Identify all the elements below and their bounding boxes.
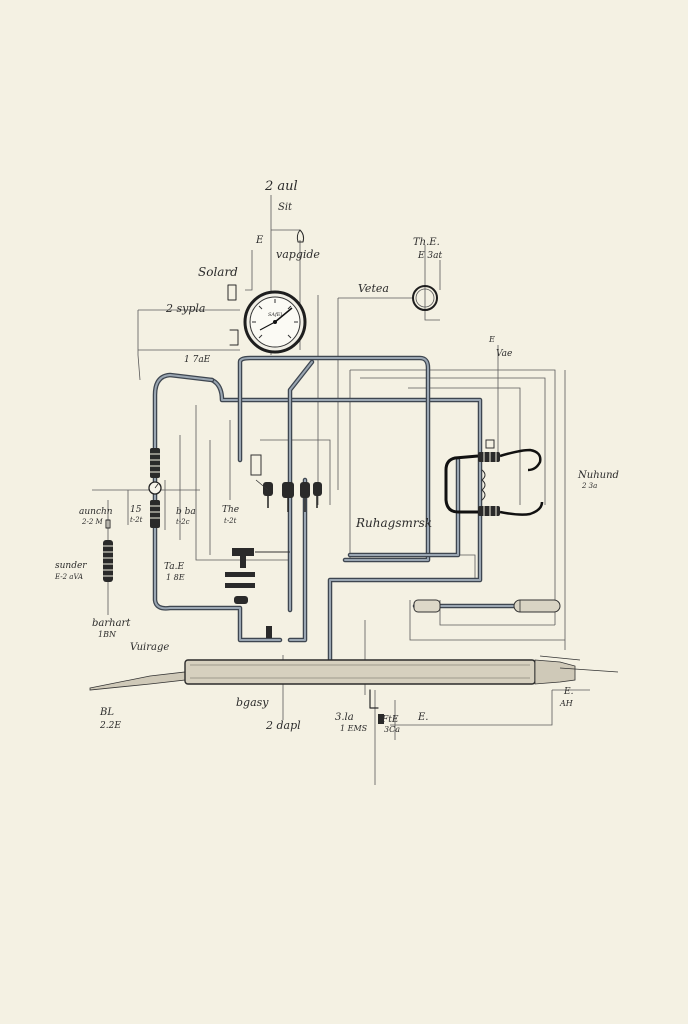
label-bot-ta: Ta.E	[164, 562, 185, 572]
pipe-gauge-loop	[237, 355, 431, 563]
label-bottom-c: 3.la	[335, 712, 354, 723]
small-fitting-icon	[266, 626, 272, 638]
label-vae: Vae	[496, 349, 512, 359]
label-top-c: E	[255, 235, 264, 246]
label-bottom-d-val: 3Ca	[384, 725, 400, 734]
label-solard: Solard	[198, 265, 238, 279]
label-bottom-r-val: AH	[559, 699, 574, 708]
label-left-c-val: t-2c	[176, 518, 190, 526]
label-top-b: Sit	[278, 202, 293, 213]
label-e-sat: E 3at	[417, 251, 443, 261]
cylinder-right-icon	[513, 599, 561, 613]
label-mid-the: The	[222, 505, 239, 515]
label-left-b: 15	[130, 505, 142, 515]
valve-small-icon	[227, 284, 239, 346]
insulator-stack-upper-icon	[150, 448, 160, 478]
bulb-icon	[296, 229, 305, 243]
label-right-note: Nuhund	[577, 470, 619, 481]
wire-box-left	[195, 405, 290, 561]
label-bottom-left-val: 2.2E	[99, 721, 121, 731]
wire-left-branch	[245, 250, 253, 291]
label-the-e: Th.E.	[413, 237, 440, 248]
valve-bank-icon	[250, 454, 322, 512]
label-z-sypla: 2 sypla	[165, 302, 205, 315]
label-bottom-mid: bgasy	[236, 696, 269, 709]
pipe-center-drop2	[287, 477, 308, 643]
label-left-a: aunchn	[79, 507, 113, 517]
label-bottom-c-val: 1 EMS	[340, 724, 368, 733]
pump-coil-icon	[225, 548, 290, 604]
wire-bottom-right	[390, 690, 553, 726]
label-bottom-d: FtE	[381, 715, 399, 725]
wire-right-frame-outer	[350, 369, 556, 625]
label-bottom-e: E.	[417, 712, 428, 723]
left-terminal-icon	[105, 519, 111, 529]
right-coil-icon	[478, 439, 500, 516]
wire-right-c	[408, 387, 521, 505]
label-left-a-val: 2-2 M	[81, 518, 103, 526]
left-dial-icon	[148, 481, 162, 495]
insulator-stack-lower-icon	[150, 500, 160, 528]
wire-lower-right	[409, 600, 565, 641]
label-left-meter-val: E-2 aVA	[54, 573, 83, 581]
pipe-center-drop	[287, 359, 315, 613]
label-side-e: E	[488, 335, 495, 344]
annotations: 2 aul Sit E vapgide Solard 2 sypla Vetea…	[54, 179, 619, 734]
label-top-a: 2 aul	[264, 179, 298, 194]
pipe-left-vertical	[152, 372, 283, 643]
label-left-c: b ba	[176, 507, 196, 517]
label-left-b-val: t-2t	[130, 516, 143, 524]
label-bottom-r: E.	[563, 687, 574, 697]
base-rail-icon	[89, 655, 619, 691]
label-vetea: Vetea	[358, 282, 389, 295]
label-right-note-val: 2 3a	[581, 482, 597, 490]
bottom-tick-icon	[369, 689, 384, 724]
pressure-gauge-icon	[243, 290, 307, 354]
wire-right-meter	[424, 245, 440, 321]
pipe-right-loop	[347, 457, 461, 558]
label-lower-left-val: 1BN	[98, 630, 117, 639]
resistor-coil-icon	[103, 540, 113, 582]
label-lower-left: barhart	[92, 618, 131, 629]
label-mid-the-val: t-2t	[224, 517, 237, 525]
label-bottom-left: BL	[99, 707, 114, 718]
label-bottom-mid2: 2 dapl	[265, 719, 301, 732]
hose-loop-icon	[444, 448, 544, 516]
pipe-network	[152, 355, 523, 663]
label-vaporize: vapgide	[276, 248, 320, 261]
label-left-meter: sunder	[55, 561, 87, 571]
label-bot-ta-val: 1 8E	[166, 573, 185, 582]
cylinder-left-icon	[413, 599, 441, 613]
label-voltage: Vuirage	[130, 642, 169, 653]
label-num-1: 1 7aE	[184, 355, 211, 365]
gauge-face-label: SAfEl	[268, 312, 282, 318]
wiring-lines	[92, 195, 590, 785]
label-center-note: Ruhagsmrsk	[355, 516, 432, 530]
ring-meter-icon	[412, 285, 438, 311]
wire-left-drop	[137, 310, 141, 381]
wire-box-mid	[260, 439, 331, 505]
pipe-left-loop	[209, 377, 483, 663]
wire-right-frame-inner	[360, 377, 546, 505]
